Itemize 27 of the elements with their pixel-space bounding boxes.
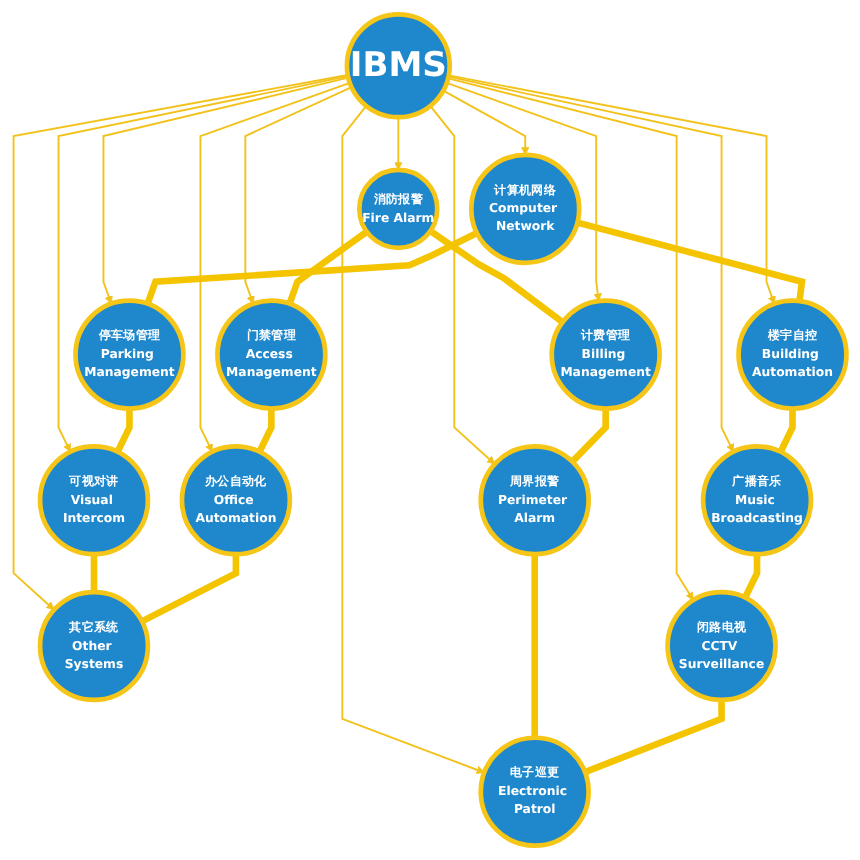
arrow xyxy=(12,74,349,611)
arrow xyxy=(447,77,694,601)
arrow xyxy=(394,116,403,171)
connector-line xyxy=(576,219,806,302)
arrow xyxy=(57,75,349,453)
arrow xyxy=(447,75,734,453)
hub-circle: IBMS xyxy=(344,12,453,120)
connector-line xyxy=(777,408,796,454)
connector-line xyxy=(256,408,275,454)
arrow xyxy=(199,82,351,453)
arrow xyxy=(244,86,353,305)
connector-line xyxy=(286,229,369,305)
arrow xyxy=(447,74,776,305)
arrow xyxy=(341,105,485,774)
connector-line xyxy=(144,230,479,305)
arrow xyxy=(445,82,602,302)
connector-line xyxy=(742,554,761,599)
connector-line xyxy=(140,554,240,625)
connector-line xyxy=(583,699,725,776)
arrow xyxy=(429,105,496,465)
connector-line xyxy=(569,408,609,464)
connector-line xyxy=(90,554,98,593)
connector-line xyxy=(531,554,538,738)
connector-line xyxy=(428,228,565,325)
arrow xyxy=(442,89,530,156)
arrow xyxy=(102,76,350,305)
connector-line xyxy=(114,408,133,454)
